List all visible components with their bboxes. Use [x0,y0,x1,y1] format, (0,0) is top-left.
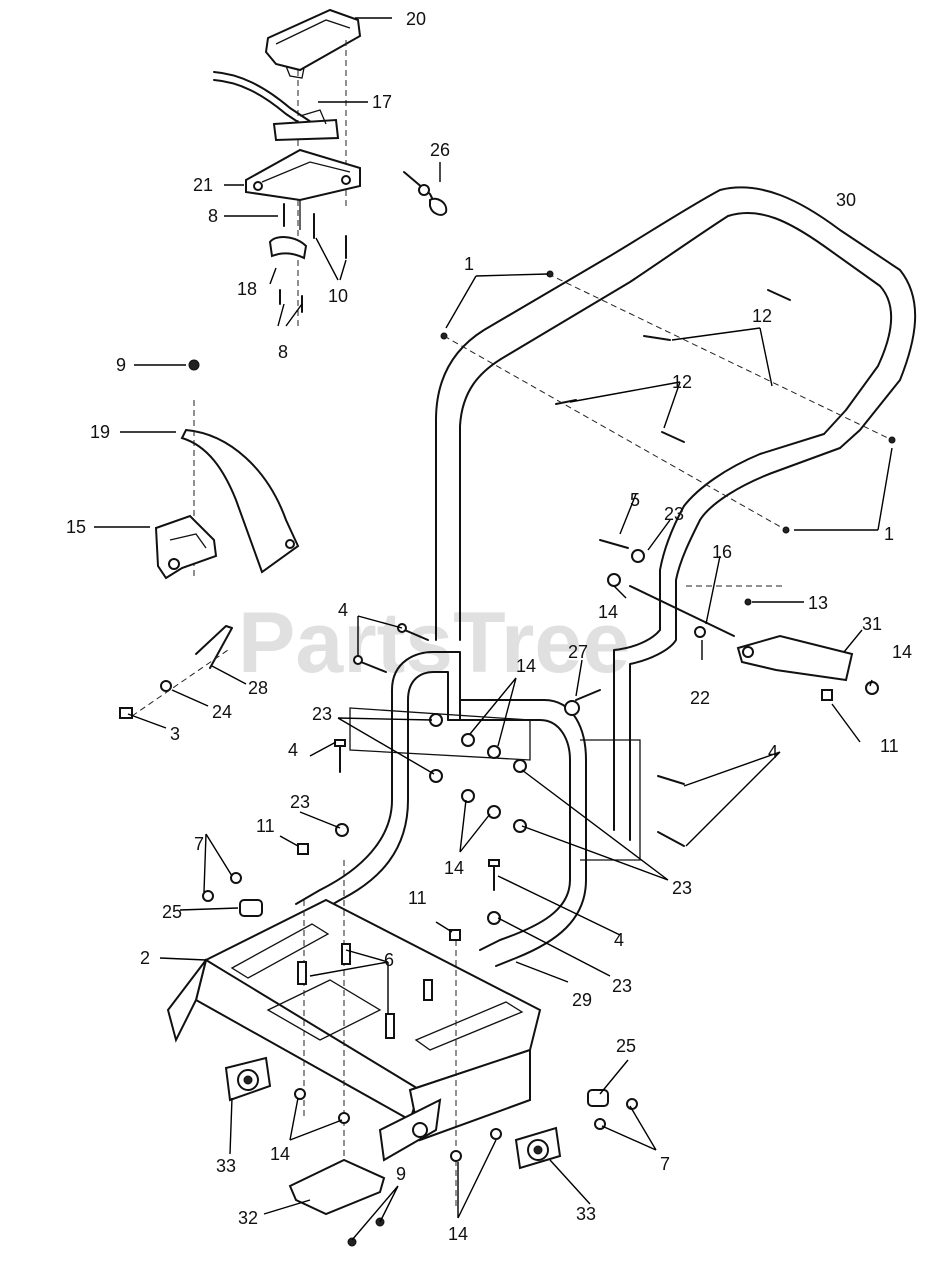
upper-handle-part [435,186,917,641]
callout-4-d: 4 [614,930,624,950]
callout-31: 31 [862,614,882,634]
callout-7-left: 7 [194,834,204,854]
foot-plate-part [288,1158,386,1216]
callout-24: 24 [212,702,232,722]
eye-bolt-part [564,689,601,716]
control-cover-part [264,8,362,79]
callout-19: 19 [90,422,110,442]
callout-1-lower: 1 [884,524,894,544]
control-lever-part [213,71,340,142]
callout-28: 28 [248,678,268,698]
callout-14-b: 14 [892,642,912,662]
callout-11-mid: 11 [408,888,427,908]
spring-pin-part [195,625,233,669]
callout-14-a: 14 [598,602,618,622]
nut-part [188,359,200,371]
callout-27: 27 [568,642,588,662]
callout-22: 22 [690,688,710,708]
handle-extension-part [613,505,854,691]
callout-23-upper: 23 [664,504,684,524]
callout-29: 29 [572,990,592,1010]
watermark-text: PartsTree [238,595,630,691]
callout-5: 5 [630,490,640,510]
callout-10: 10 [328,286,348,306]
handle-pin-hardware [555,289,791,443]
assembly-line [547,273,893,441]
callout-15: 15 [66,517,86,537]
callout-1-upper: 1 [464,254,474,274]
pin-part [297,943,433,1039]
control-bracket-part [245,148,361,230]
callout-12-lower: 12 [672,372,692,392]
callout-4-a: 4 [338,600,348,620]
callout-23-c: 23 [290,792,310,812]
callout-6: 6 [384,950,394,970]
callout-9-lower: 9 [396,1164,406,1184]
rod-part [629,585,735,637]
callout-14-d: 14 [444,858,464,878]
callout-23-left: 23 [312,704,332,724]
assembly-line [443,335,787,531]
mount-bracket-part [154,514,218,580]
callout-32: 32 [238,1208,258,1228]
knob-part [239,899,609,1107]
callout-30: 30 [836,190,856,210]
leader-lines [94,17,893,1241]
callout-9-upper: 9 [116,355,126,375]
callout-14-f: 14 [448,1224,468,1244]
callout-33-right: 33 [576,1204,596,1224]
callout-labels: 20 17 21 8 18 8 10 26 9 19 15 1 30 12 12… [66,9,912,1244]
wheel-plate-left [224,1056,272,1102]
callout-14-c: 14 [516,656,536,676]
wheel-plate-right [514,1126,562,1170]
bolt-hardware [119,539,833,941]
callout-12-upper: 12 [752,306,772,326]
clip-part [268,236,308,260]
callout-8-upper: 8 [208,206,218,226]
callout-26: 26 [430,140,450,160]
callout-17: 17 [372,92,392,112]
callout-25-left: 25 [162,902,182,922]
callout-11-right: 11 [880,736,899,756]
callout-4-c: 4 [768,742,778,762]
callout-21: 21 [193,175,213,195]
callout-33-left: 33 [216,1156,236,1176]
callout-25-right: 25 [616,1036,636,1056]
callout-2: 2 [140,948,150,968]
washer-hardware [160,270,896,1247]
callout-3: 3 [170,724,180,744]
callout-16: 16 [712,542,732,562]
callout-4-b: 4 [288,740,298,760]
callout-13: 13 [808,593,828,613]
callout-11-left: 11 [256,816,275,836]
callout-14-e: 14 [270,1144,290,1164]
callout-18: 18 [237,279,257,299]
callout-23-d: 23 [672,878,692,898]
callout-7-right: 7 [660,1154,670,1174]
callout-23-e: 23 [612,976,632,996]
callout-20: 20 [406,9,426,29]
cable-part [403,171,448,216]
main-frame-part [166,898,542,1162]
callout-8-lower: 8 [278,342,288,362]
handle-bracket-part [180,428,300,574]
